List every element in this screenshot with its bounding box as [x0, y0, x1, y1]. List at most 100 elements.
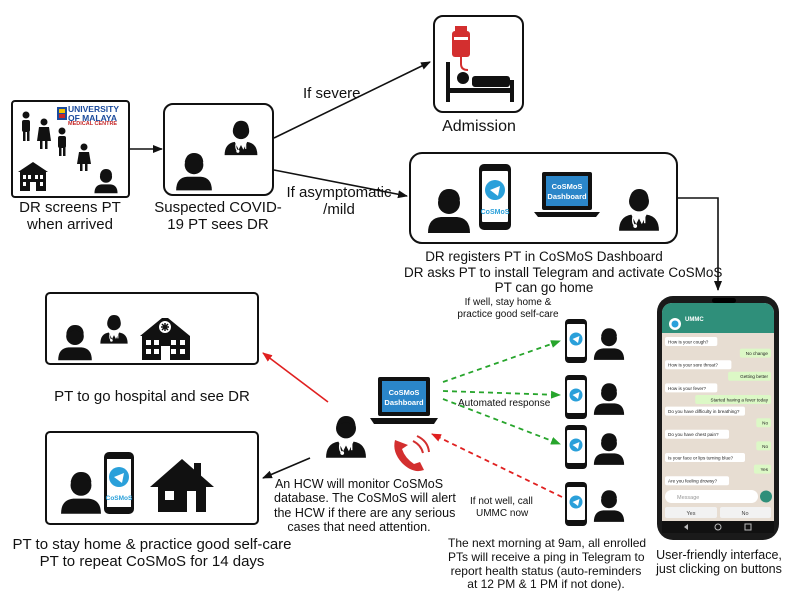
chat-message-text: Is your face or lips turning blue? — [668, 455, 734, 460]
chat-message-text: How is your cough? — [668, 339, 709, 344]
ping-line3: report health status (auto-reminders — [450, 563, 642, 578]
hospital-step-label: PT to go hospital and see DR — [54, 388, 250, 405]
screen-step-label: DR screens PT when arrived — [14, 199, 126, 234]
well-line1: If well, stay home & — [464, 297, 552, 308]
enrolled-patient-4 — [565, 482, 625, 526]
logo-line2: OF MALAYA — [68, 112, 117, 123]
chat-bubble — [665, 406, 745, 416]
chat-message-text: Do you have chest pain? — [668, 432, 719, 437]
laptop-label-line1: CoSMoS — [389, 388, 420, 397]
arrow-severe — [273, 61, 431, 139]
house-icon — [150, 459, 214, 512]
chat-message-text: How is your fever? — [668, 386, 706, 391]
green-arrow-2 — [442, 390, 561, 399]
chat-bubble — [665, 453, 745, 462]
chat-message-text: No change — [746, 351, 769, 356]
green-arrow-1 — [442, 340, 561, 383]
chat-bubble — [665, 476, 730, 486]
chat-bubble — [665, 429, 730, 439]
auto-response-label: Automated response — [458, 398, 551, 409]
arrow-to-home — [262, 457, 311, 479]
monitor-line4: cases that need attention. — [287, 520, 431, 535]
monitor-step-label: An HCW will monitor CoSMoS database. The… — [274, 477, 456, 535]
laptop-label-line2: Dashboard — [547, 192, 587, 201]
ping-step-label: The next morning at 9am, all enrolled PT… — [448, 536, 647, 592]
monitor-line1: An HCW will monitor CoSMoS — [274, 477, 444, 491]
building-icon — [18, 162, 48, 191]
monitor-line2: database. The CoSMoS will alert — [274, 491, 456, 506]
chat-message-text: How is your sore throat? — [668, 363, 718, 368]
chat-bubble — [665, 337, 718, 346]
logo-text: UNIVERSITY OF MALAYA MEDICAL CENTRE — [68, 105, 119, 128]
green-arrow-3 — [442, 398, 561, 445]
interface-line2: just clicking on buttons — [656, 562, 782, 577]
chat-message-text: Do you have difficulty in breathing? — [668, 409, 740, 414]
suspect-line2: 19 PT sees DR — [167, 216, 269, 234]
suspect-step-label: Suspected COVID- 19 PT sees DR — [152, 199, 284, 234]
monitor-line3: the HCW if there are any serious — [274, 505, 456, 520]
screen-line1: DR screens PT — [19, 199, 121, 216]
flow-arrows — [129, 61, 722, 498]
chat-message-text: Are you feeling drowsy? — [668, 479, 717, 484]
chat-bubble — [665, 383, 718, 393]
chat-bubble — [739, 348, 771, 358]
notwell-line2: UMMC now — [476, 507, 529, 519]
enrolled-patient-2 — [565, 375, 625, 419]
ping-line1: The next morning at 9am, all enrolled — [448, 536, 647, 550]
people-icon — [22, 111, 91, 171]
message-input[interactable] — [665, 490, 758, 503]
register-line2: DR asks PT to install Telegram and activ… — [404, 264, 723, 280]
laptop-icon: CoSMoS Dashboard — [370, 377, 438, 424]
register-step-label: DR registers PT in CoSMoS Dashboard DR a… — [404, 249, 723, 296]
home-line2: PT to repeat CoSMoS for 14 days — [39, 553, 265, 571]
chat-message-text: No — [762, 421, 768, 426]
well-line2: practice good self-care — [457, 308, 559, 320]
hospital-building-icon — [140, 318, 190, 360]
arrow-mild — [273, 169, 408, 199]
severe-label: If severe — [303, 85, 361, 102]
mic-button[interactable] — [760, 490, 772, 503]
register-line1: DR registers PT in CoSMoS Dashboard — [425, 249, 663, 264]
arrow-to-hospital — [262, 352, 329, 403]
screen-line2: when arrived — [27, 216, 113, 234]
chat-bubble — [665, 360, 732, 370]
well-label: If well, stay home & practice good self-… — [452, 297, 564, 320]
notwell-label: If not well, call UMMC now — [470, 496, 533, 519]
notwell-line1: If not well, call — [470, 496, 533, 507]
hospital-bed-icon — [446, 62, 514, 102]
iv-drip-icon — [452, 26, 470, 71]
telegram-phone-icon: CoSMoS — [104, 452, 134, 514]
laptop-label-line1: CoSMoS — [552, 182, 583, 191]
arrow-to-phone-ui — [677, 197, 722, 291]
logo-line3: MEDICAL CENTRE — [68, 121, 118, 127]
chat-bubble — [753, 464, 771, 474]
chat-message-text: Getting better — [740, 374, 768, 379]
suspect-line1: Suspected COVID- — [154, 199, 282, 216]
home-step-label: PT to stay home & practice good self-car… — [4, 536, 300, 571]
telegram-phone-icon: CoSMoS — [479, 164, 511, 230]
register-line3: PT can go home — [494, 280, 594, 296]
phone-app-label: CoSMoS — [106, 495, 133, 502]
chat-header-title: UMMC — [685, 317, 704, 323]
chat-message-text: No — [762, 444, 768, 449]
ping-line4: at 12 PM & 1 PM if not done). — [467, 577, 625, 592]
enrolled-patient-3 — [565, 425, 625, 469]
chat-message-text: Yes — [761, 467, 769, 472]
chat-bubble — [728, 371, 771, 381]
hcw-doctor-icon — [325, 415, 367, 459]
ping-line2: PTs will receive a ping in Telegram to — [448, 549, 645, 564]
phone-call-icon — [394, 435, 430, 472]
interface-label: User-friendly interface, just clicking o… — [650, 548, 788, 577]
mild-label: If asymptomatic /mild — [283, 184, 395, 219]
mild-line2: /mild — [323, 201, 355, 219]
admission-label: Admission — [442, 118, 516, 135]
yes-button[interactable] — [665, 507, 717, 518]
home-line1: PT to stay home & practice good self-car… — [12, 536, 292, 553]
chat-message-text: Started having a fever today — [711, 397, 769, 402]
no-button[interactable] — [720, 507, 771, 518]
interface-line1: User-friendly interface, — [656, 548, 782, 562]
no-button-label: No — [741, 511, 748, 517]
message-input-placeholder: Message — [677, 495, 699, 501]
